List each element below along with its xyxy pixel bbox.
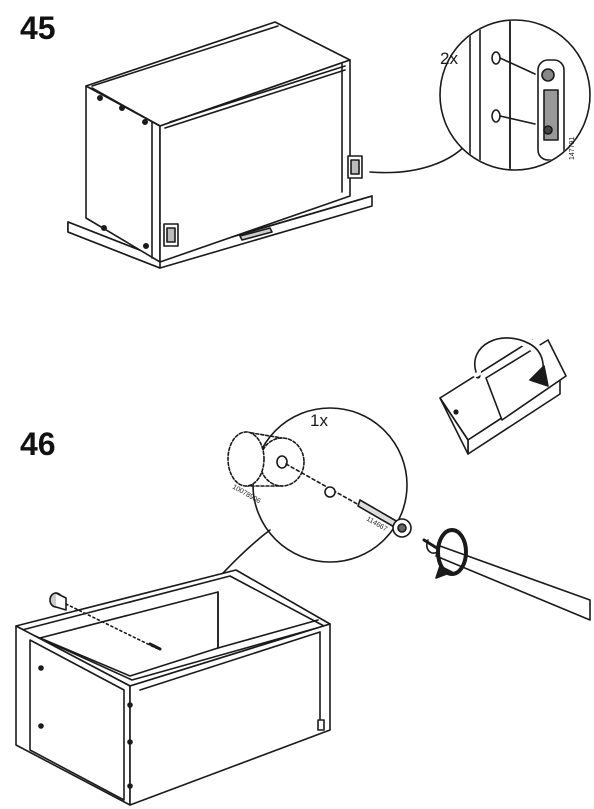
step46-drawer-illustration [15, 569, 331, 806]
screwdriver-icon [422, 528, 591, 621]
step46-detail-callout [159, 407, 412, 647]
step45-quantity-label: 2x [440, 49, 458, 68]
step46-flip-cabinet-illustration [439, 333, 567, 455]
step46-quantity-label: 1x [310, 411, 328, 430]
step45-part-number: 147791 [569, 137, 576, 160]
step-number-45: 45 [20, 10, 56, 46]
step-number-46: 46 [20, 426, 56, 462]
step45-detail-callout [369, 19, 591, 174]
step45-cabinet-illustration [67, 21, 373, 269]
